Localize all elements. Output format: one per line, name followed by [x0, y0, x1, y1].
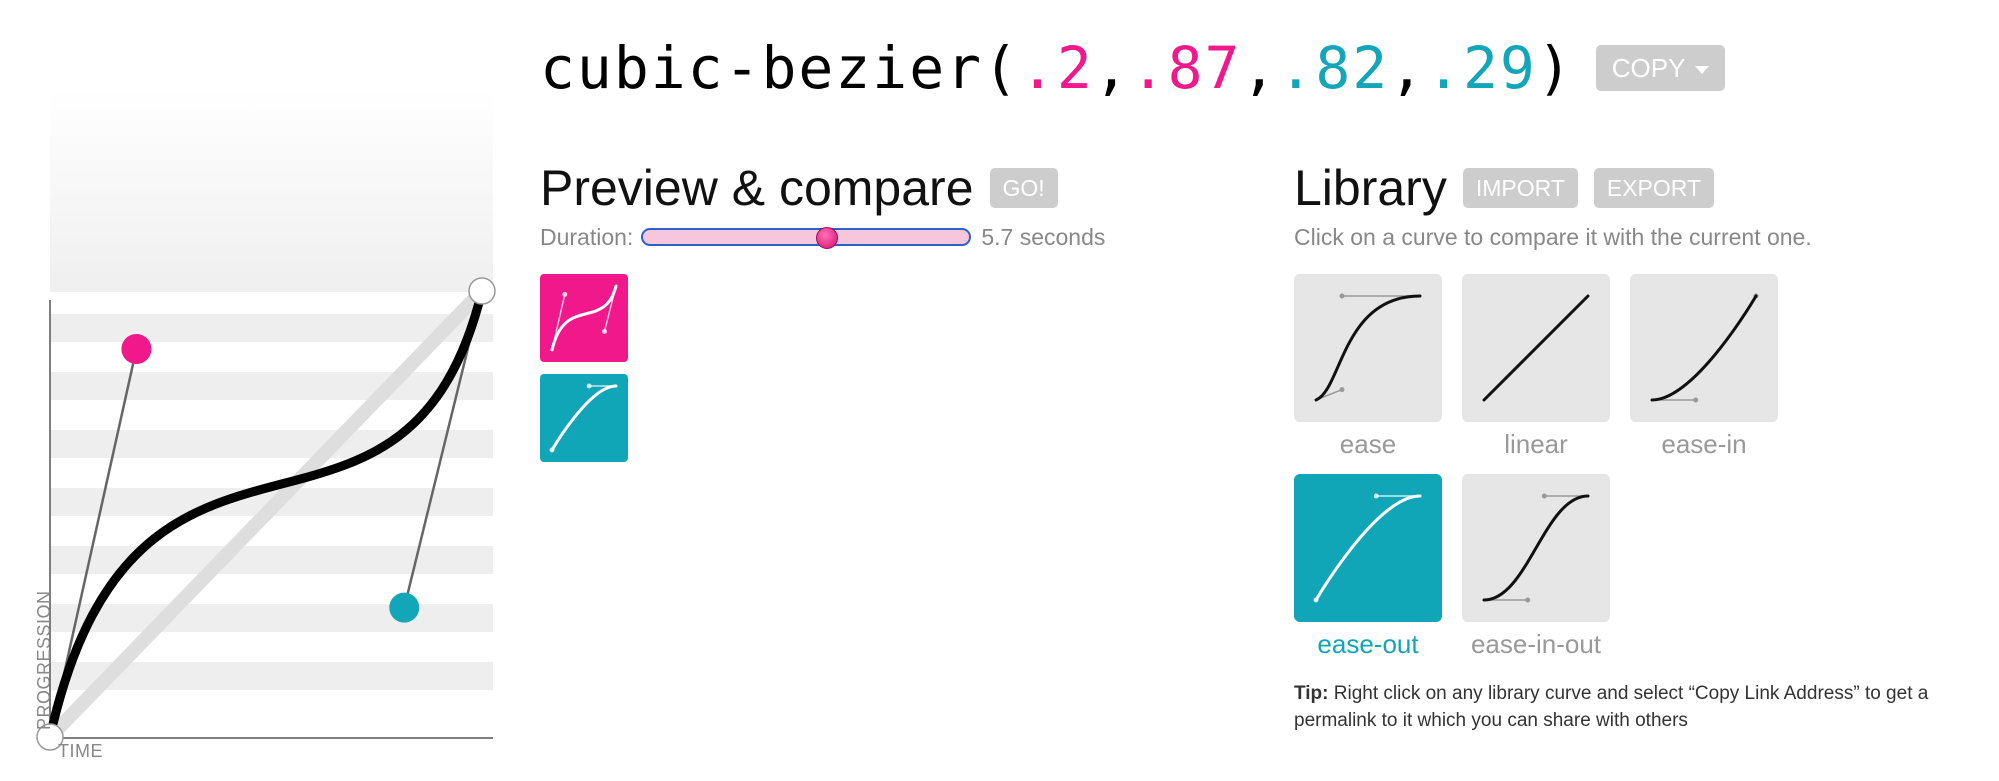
tip-body: Right click on any library curve and sel…	[1294, 683, 1929, 731]
curve-path	[1314, 494, 1422, 602]
ease-out-curve-icon	[1313, 493, 1422, 603]
export-button[interactable]: EXPORT	[1593, 168, 1715, 208]
control-point-1[interactable]	[121, 333, 152, 364]
ease-in-curve-icon	[1650, 293, 1759, 403]
library-item-label: ease-in-out	[1470, 629, 1602, 659]
duration-slider[interactable]	[641, 227, 972, 249]
curve-handle-dot-2	[1339, 293, 1345, 299]
library-item-label: ease-in	[1661, 429, 1747, 459]
library-tile[interactable]	[1294, 474, 1442, 622]
preview-tiles	[540, 274, 1140, 462]
duration-value: 5.7 seconds	[981, 223, 1106, 250]
comma-2: ,	[1241, 34, 1279, 102]
compare-curve-icon	[549, 383, 618, 453]
duration-slider-thumb[interactable]	[815, 227, 838, 249]
curve-handle-dot-1	[1525, 597, 1531, 603]
close-paren: )	[1536, 34, 1574, 102]
library-item-label: ease-out	[1317, 629, 1419, 659]
linear-reference-line	[43, 284, 489, 744]
curve-path	[1314, 294, 1422, 402]
p2y-value: .29	[1426, 34, 1537, 102]
curve-path	[550, 384, 618, 452]
library-item-linear[interactable]: linear	[1462, 274, 1610, 462]
library-section: Library IMPORT EXPORT Click on a curve t…	[1294, 158, 1994, 734]
tip-label: Tip:	[1294, 683, 1329, 704]
library-item-ease[interactable]: ease	[1294, 274, 1442, 462]
curve-path	[1482, 294, 1590, 402]
library-tile[interactable]	[1294, 274, 1442, 422]
cubic-bezier-value[interactable]: cubic-bezier(.2,.87,.82,.29)	[540, 34, 1574, 102]
library-tile[interactable]	[1462, 274, 1610, 422]
time-axis-label: TIME	[58, 741, 103, 761]
grid-stripe	[50, 604, 493, 632]
curve-editor-canvas[interactable]	[0, 0, 520, 781]
current-curve-icon	[550, 284, 618, 352]
progression-axis-label: PROGRESSION	[34, 590, 54, 730]
library-description: Click on a curve to compare it with the …	[1294, 224, 1812, 250]
import-button[interactable]: IMPORT	[1462, 168, 1578, 208]
preview-tile-compare[interactable]	[540, 374, 628, 462]
tip-text: Tip: Right click on any library curve an…	[1294, 680, 1974, 734]
preview-title: Preview & compare	[540, 160, 974, 216]
library-tile[interactable]	[1630, 274, 1778, 422]
curve-handle-dot-2	[601, 328, 607, 334]
control-point-2[interactable]	[389, 592, 420, 623]
curve-handle-dot-1	[1339, 387, 1345, 393]
curve-path	[1482, 494, 1590, 602]
p2x-value: .82	[1278, 34, 1390, 102]
curve-handle-dot-1	[562, 291, 568, 297]
ease-in-out-curve-icon	[1482, 493, 1590, 603]
preview-section: Preview & compare GO! Duration: 5.7 seco…	[540, 158, 1140, 474]
preview-tile-current[interactable]	[540, 274, 628, 362]
curve-path	[550, 284, 618, 352]
curve-path	[1650, 294, 1758, 402]
copy-button[interactable]: COPY	[1595, 45, 1726, 91]
start-point	[36, 723, 64, 751]
library-title: Library	[1294, 160, 1447, 216]
grid-stripe	[50, 372, 493, 400]
linear-curve-icon	[1482, 294, 1590, 402]
grid-stripe	[50, 546, 493, 574]
caret-down-icon	[1695, 66, 1710, 75]
go-button[interactable]: GO!	[989, 168, 1058, 208]
ease-curve-icon	[1314, 293, 1422, 402]
comma-3: ,	[1389, 34, 1427, 102]
duration-label: Duration:	[540, 223, 634, 250]
copy-button-label: COPY	[1611, 53, 1686, 83]
library-grid: ease linear ease-in ease-out ease-in-out	[1294, 274, 1778, 662]
end-point	[468, 277, 496, 305]
library-item-ease-in-out[interactable]: ease-in-out	[1462, 474, 1610, 662]
curve-handle-dot-1	[1693, 397, 1699, 403]
library-item-ease-in[interactable]: ease-in	[1630, 274, 1778, 462]
comma-1: ,	[1093, 34, 1131, 102]
p1x-value: .2	[1019, 34, 1094, 102]
p1y-value: .87	[1130, 34, 1242, 102]
header: cubic-bezier(.2,.87,.82,.29) COPY	[540, 28, 1726, 108]
grid-stripe	[50, 314, 493, 342]
library-tile[interactable]	[1462, 474, 1610, 622]
library-item-ease-out[interactable]: ease-out	[1294, 474, 1442, 662]
bezier-curve	[45, 286, 487, 742]
overshoot-area-top	[50, 90, 493, 292]
grid-stripe	[50, 430, 493, 458]
curve-handle-dot-2	[1541, 493, 1547, 499]
function-name: cubic-bezier(	[540, 34, 1020, 102]
library-item-label: linear	[1504, 429, 1568, 459]
curve-handle-dot-2	[586, 383, 592, 389]
duration-row: Duration: 5.7 seconds	[540, 220, 1140, 254]
curve-handle-dot-2	[1373, 493, 1379, 499]
library-item-label: ease	[1339, 429, 1397, 459]
curve-editor[interactable]: TIME PROGRESSION	[0, 0, 520, 781]
